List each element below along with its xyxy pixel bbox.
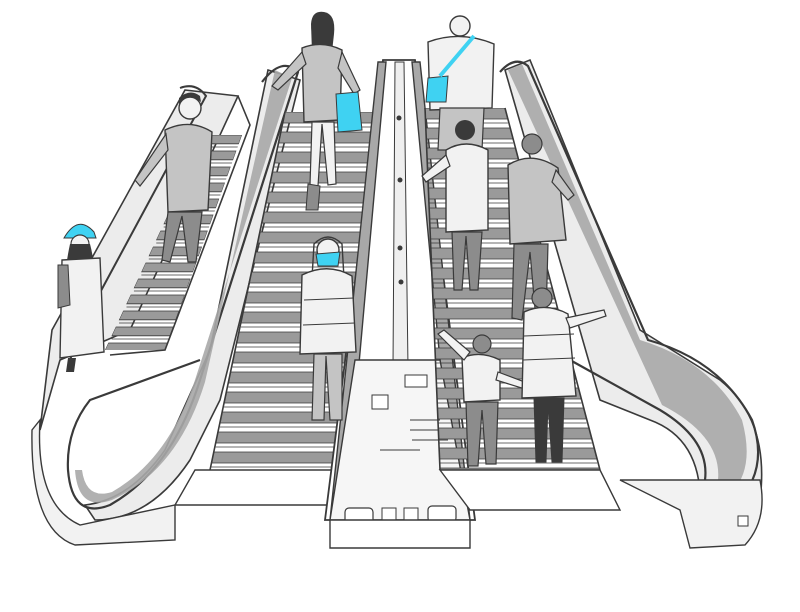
right-handrail-fill: [508, 64, 747, 493]
right-step: [439, 467, 600, 470]
right-base-block: [619, 479, 763, 549]
cyan-hat: [63, 223, 97, 239]
figure-woman-top-with-bag: [271, 11, 363, 211]
figure-woman-right-coat: [421, 120, 489, 291]
divider-bolt: [396, 115, 402, 121]
middle-left-handrail-fill: [75, 70, 292, 503]
middle-step: [269, 171, 379, 184]
middle-left-skirt: [209, 111, 286, 471]
divider-bolt: [397, 245, 403, 251]
left-base-block: [31, 417, 176, 546]
control-panel-sign: [404, 374, 428, 388]
far-left-step: [125, 294, 186, 305]
middle-step: [265, 191, 379, 204]
right-handrail: [499, 60, 760, 509]
right-step: [438, 447, 598, 460]
far-left-step: [118, 310, 180, 321]
figure-woman-middle-coat: [299, 236, 357, 421]
right-base-platform: [438, 469, 622, 511]
far-left-step: [140, 262, 197, 273]
divider-bolt: [397, 177, 403, 183]
figure-woman-standing-left: [57, 223, 105, 372]
cyan-crossbody-bag: [425, 75, 449, 103]
cyan-shopping-bag: [335, 91, 363, 133]
control-panel-sign: [371, 394, 389, 410]
right-left-skirt: [424, 107, 441, 471]
right-panel-sign: [737, 515, 749, 527]
divider-foot: [329, 519, 471, 549]
right-step: [437, 407, 588, 420]
figure-child-boy: [437, 329, 531, 467]
right-step: [437, 427, 593, 440]
middle-step: [261, 211, 378, 224]
far-left-step: [110, 326, 174, 337]
far-left-outer-side: [109, 95, 251, 356]
figure-child-girl: [521, 287, 607, 463]
figure-man-left-escalator: [134, 92, 213, 263]
divider-bolt: [398, 279, 404, 285]
cyan-scarf: [315, 251, 341, 267]
far-left-step: [133, 278, 191, 289]
